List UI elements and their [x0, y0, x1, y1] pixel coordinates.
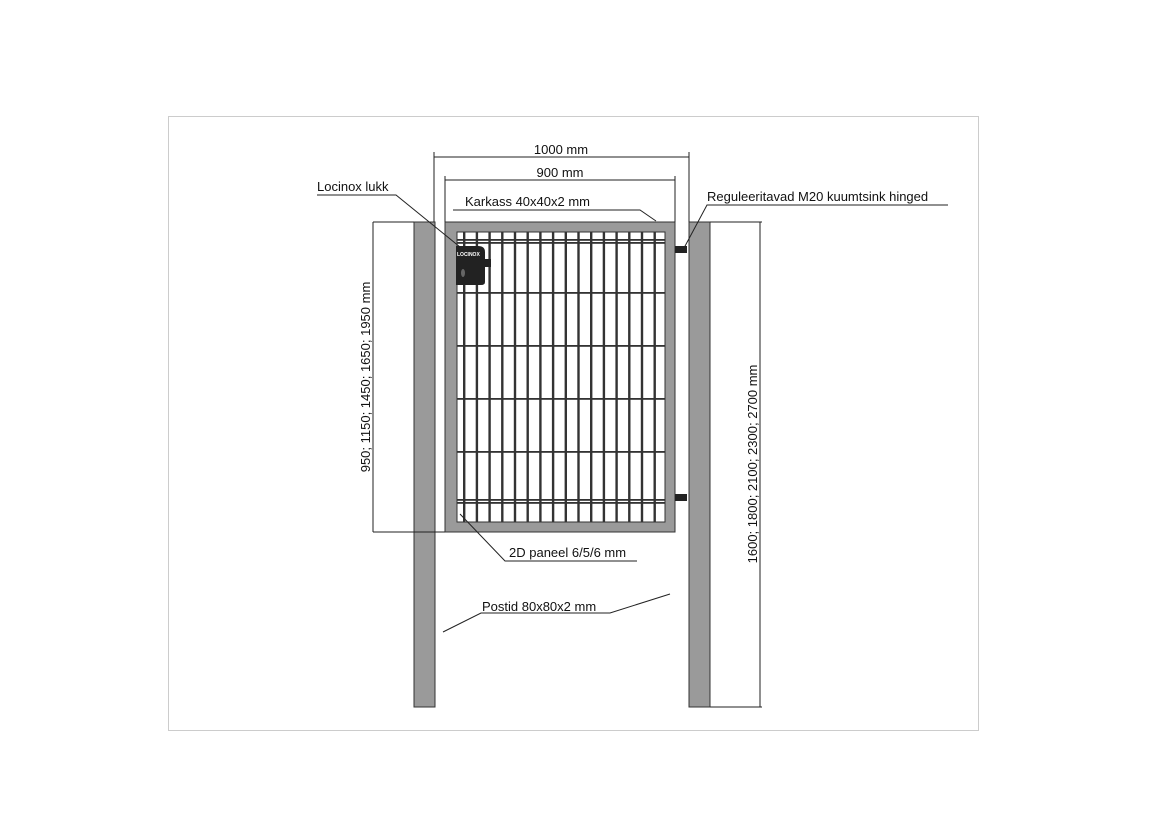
horizontal-wire [457, 239, 665, 241]
svg-text:Karkass 40x40x2 mm: Karkass 40x40x2 mm [465, 194, 590, 209]
horizontal-wire [457, 499, 665, 501]
horizontal-wire [457, 345, 665, 347]
svg-text:1600; 1800; 2100; 2300; 2700 m: 1600; 1800; 2100; 2300; 2700 mm [745, 365, 760, 564]
panel-bars [457, 232, 665, 522]
vertical-wire [526, 232, 529, 522]
horizontal-wire [457, 242, 665, 244]
lock-icon: LOCINOX [456, 246, 491, 285]
vertical-wire [590, 232, 593, 522]
dimension-post-height: 1600; 1800; 2100; 2300; 2700 mm [710, 221, 762, 708]
svg-text:Reguleeritavad M20 kuumtsink h: Reguleeritavad M20 kuumtsink hinged [707, 189, 928, 204]
right-post [688, 221, 711, 708]
callout-panel: 2D paneel 6/5/6 mm [459, 513, 637, 562]
vertical-wire [628, 232, 631, 522]
dimension-900: 900 mm [444, 165, 676, 222]
vertical-wire [463, 232, 466, 522]
vertical-wire [653, 232, 656, 522]
vertical-wire [551, 232, 555, 522]
vertical-wire [539, 232, 542, 522]
vertical-wire [488, 232, 491, 522]
gate-panel [456, 231, 666, 523]
horizontal-wire [457, 502, 665, 504]
horizontal-wire [457, 398, 665, 400]
horizontal-wire [457, 451, 665, 453]
svg-text:950; 1150; 1450; 1650; 1950 mm: 950; 1150; 1450; 1650; 1950 mm [358, 282, 373, 473]
svg-text:2D paneel 6/5/6 mm: 2D paneel 6/5/6 mm [509, 545, 626, 560]
vertical-wire [640, 232, 644, 522]
callout-posts: Postid 80x80x2 mm [442, 593, 671, 633]
vertical-wire [501, 232, 504, 522]
callout-hinges: Reguleeritavad M20 kuumtsink hinged [683, 189, 948, 249]
svg-text:1000 mm: 1000 mm [534, 142, 588, 157]
dimension-gate-height: 950; 1150; 1450; 1650; 1950 mm [358, 221, 445, 533]
drawing-border [168, 116, 979, 731]
horizontal-wire [457, 292, 665, 294]
dimension-1000: 1000 mm [433, 142, 690, 222]
vertical-wire [564, 232, 567, 522]
svg-text:LOCINOX: LOCINOX [457, 252, 480, 258]
svg-text:Postid 80x80x2 mm: Postid 80x80x2 mm [482, 599, 596, 614]
callout-lock: Locinox lukk [317, 179, 461, 248]
vertical-wire [577, 232, 580, 522]
left-post [413, 221, 436, 708]
hinge-bottom [675, 494, 687, 501]
hinge-top [675, 246, 687, 253]
svg-text:Locinox lukk: Locinox lukk [317, 179, 389, 194]
vertical-wire [513, 232, 517, 522]
vertical-wire [475, 232, 479, 522]
callout-frame: Karkass 40x40x2 mm [453, 194, 657, 222]
svg-text:900 mm: 900 mm [537, 165, 584, 180]
vertical-wire [615, 232, 618, 522]
vertical-wire [602, 232, 606, 522]
